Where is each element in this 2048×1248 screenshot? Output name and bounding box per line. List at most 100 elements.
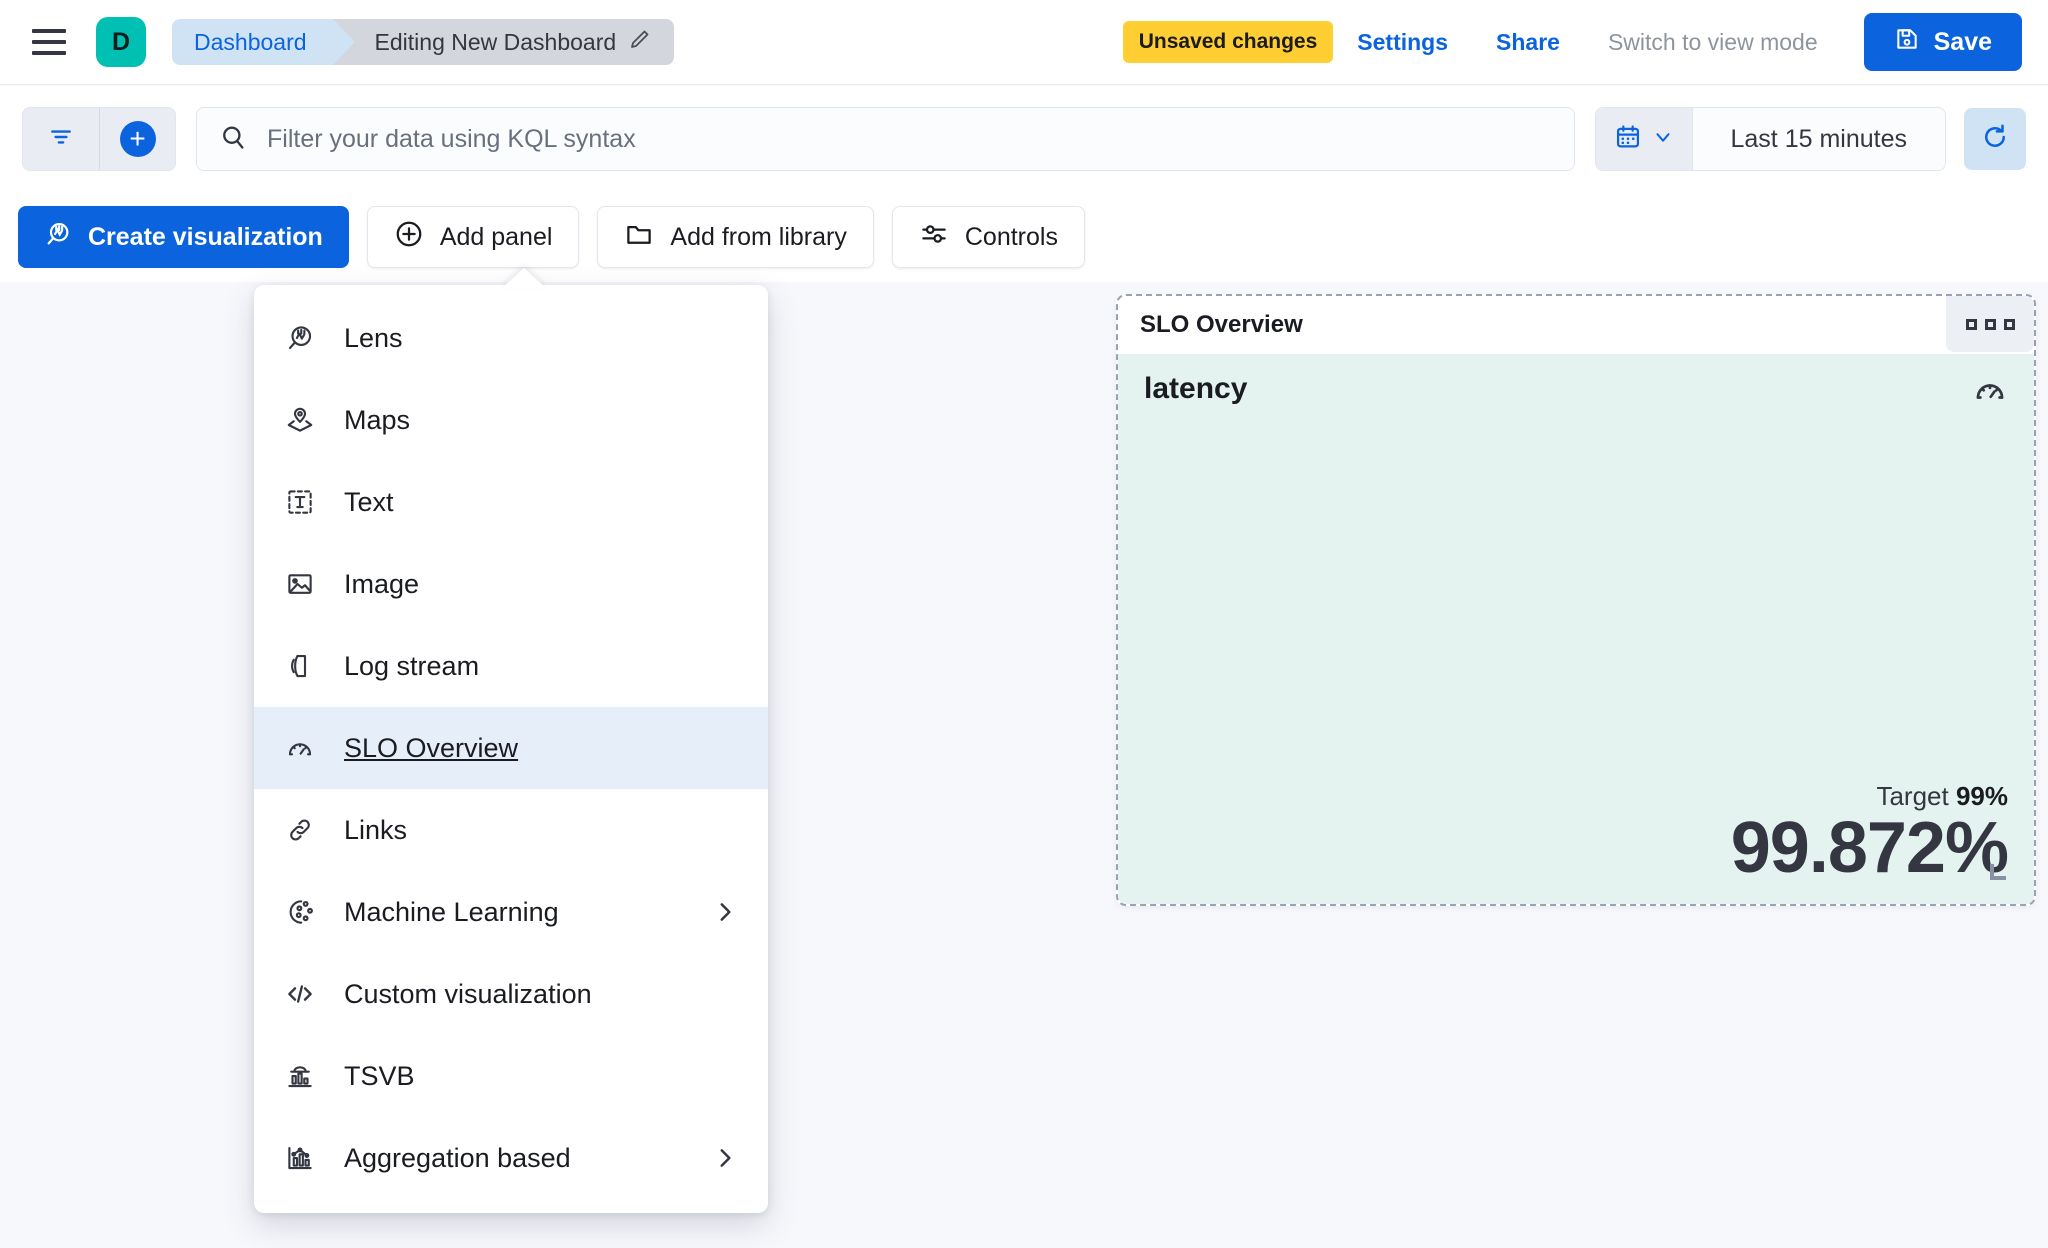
share-link[interactable]: Share [1496, 28, 1560, 55]
menu-item-aggregation-based[interactable]: Aggregation based [254, 1117, 768, 1199]
slo-target-value: 99% [1955, 781, 2008, 811]
menu-item-custom-visualization[interactable]: Custom visualization [254, 953, 768, 1035]
image-icon [284, 569, 316, 599]
create-visualization-label: Create visualization [88, 222, 323, 251]
slo-current-value: 99.872% [1730, 808, 2009, 888]
switch-to-view-mode-link[interactable]: Switch to view mode [1607, 28, 1818, 55]
menu-item-text[interactable]: Text [254, 461, 768, 543]
header-actions: Unsaved changes Settings Share Switch to… [1122, 13, 2048, 71]
create-visualization-button[interactable]: Create visualization [18, 206, 349, 268]
log-stream-icon [284, 651, 316, 681]
search-input[interactable] [267, 124, 1552, 154]
menu-item-links[interactable]: Links [254, 789, 768, 871]
menu-item-label: SLO Overview [344, 732, 519, 763]
save-button-label: Save [1933, 27, 1992, 56]
popover-arrow [502, 268, 546, 288]
grid-dots-icon [1984, 318, 1996, 330]
hamburger-icon[interactable] [26, 19, 72, 65]
gauge-icon [1972, 372, 2008, 413]
gauge-icon [284, 733, 316, 763]
breadcrumb-current[interactable]: Editing New Dashboard [332, 19, 675, 65]
menu-item-slo-overview[interactable]: SLO Overview [254, 707, 768, 789]
menu-item-image[interactable]: Image [254, 543, 768, 625]
grid-dots-icon [1965, 318, 1977, 330]
plus-circle-icon: + [119, 121, 156, 157]
date-picker: Last 15 minutes [1594, 107, 1946, 171]
menu-item-label: Text [344, 486, 394, 517]
save-button[interactable]: Save [1863, 13, 2022, 71]
code-icon [284, 979, 316, 1009]
menu-item-maps[interactable]: Maps [254, 379, 768, 461]
panel-context-menu-button[interactable] [1946, 296, 2034, 352]
controls-button[interactable]: Controls [891, 206, 1085, 268]
top-header: D Dashboard Editing New Dashboard Unsave… [0, 0, 2048, 85]
breadcrumb: Dashboard Editing New Dashboard [172, 19, 675, 65]
refresh-button[interactable] [1964, 108, 2026, 170]
menu-item-label: Machine Learning [344, 896, 559, 927]
add-filter-button[interactable]: + [99, 108, 175, 170]
menu-item-label: Custom visualization [344, 978, 592, 1009]
calendar-icon [1614, 123, 1642, 156]
maps-pin-icon [284, 405, 316, 435]
filter-group: + [22, 107, 176, 171]
menu-item-tsvb[interactable]: TSVB [254, 1035, 768, 1117]
lens-icon [284, 323, 316, 353]
editor-action-bar: Create visualization Add panel Add from … [0, 192, 2048, 282]
resize-corner-icon[interactable] [1990, 864, 2006, 880]
link-icon [284, 815, 316, 845]
space-avatar[interactable]: D [96, 17, 146, 67]
slo-metric-name: latency [1144, 372, 1248, 405]
settings-link[interactable]: Settings [1357, 28, 1449, 55]
time-range-display[interactable]: Last 15 minutes [1730, 124, 1908, 153]
breadcrumb-dashboard[interactable]: Dashboard [172, 19, 354, 65]
panel-body: latency [1118, 354, 2034, 904]
slo-target-label: Target [1876, 781, 1949, 811]
plus-circle-outline-icon [394, 219, 424, 256]
agg-chart-icon [284, 1143, 316, 1173]
breadcrumb-current-label: Editing New Dashboard [374, 28, 617, 55]
slo-overview-panel[interactable]: SLO Overview latency [1116, 294, 2036, 906]
filter-icon [48, 124, 74, 155]
panel-title: SLO Overview [1140, 311, 1303, 338]
unsaved-changes-badge[interactable]: Unsaved changes [1122, 21, 1334, 63]
text-box-icon [284, 487, 316, 517]
panel-header: SLO Overview [1118, 296, 2034, 354]
folder-icon [624, 219, 654, 256]
chevron-right-icon [712, 899, 738, 925]
add-from-library-button[interactable]: Add from library [597, 206, 874, 268]
controls-label: Controls [964, 222, 1058, 251]
refresh-icon [1980, 122, 2010, 157]
save-disk-icon [1894, 26, 1920, 59]
ml-nodes-icon [284, 897, 316, 927]
lens-icon [44, 220, 72, 255]
add-panel-label: Add panel [439, 222, 553, 251]
filter-options-button[interactable] [23, 108, 99, 170]
menu-item-log-stream[interactable]: Log stream [254, 625, 768, 707]
slo-target: Target 99% [1144, 781, 2008, 812]
menu-item-label: Aggregation based [344, 1142, 571, 1173]
menu-item-lens[interactable]: Lens [254, 297, 768, 379]
add-panel-button[interactable]: Add panel [366, 206, 580, 268]
panel-body-top: latency [1144, 372, 2008, 413]
search-box[interactable] [196, 107, 1575, 171]
menu-item-machine-learning[interactable]: Machine Learning [254, 871, 768, 953]
menu-item-label: Lens [344, 322, 403, 353]
grid-dots-icon [2003, 318, 2015, 330]
controls-sliders-icon [919, 219, 949, 256]
search-icon [219, 123, 247, 156]
date-quick-select-button[interactable] [1595, 108, 1693, 170]
panel-footer: Target 99% 99.872% [1144, 781, 2009, 888]
menu-item-label: Links [344, 814, 408, 845]
breadcrumb-dashboard-label: Dashboard [194, 28, 307, 55]
pencil-icon[interactable] [628, 27, 652, 57]
menu-item-label: Log stream [344, 650, 480, 681]
query-bar: + [0, 86, 2048, 192]
tsvb-icon [284, 1061, 316, 1091]
menu-item-label: Image [344, 568, 420, 599]
menu-item-label: TSVB [344, 1060, 415, 1091]
menu-item-label: Maps [344, 404, 411, 435]
chevron-right-icon [712, 1145, 738, 1171]
